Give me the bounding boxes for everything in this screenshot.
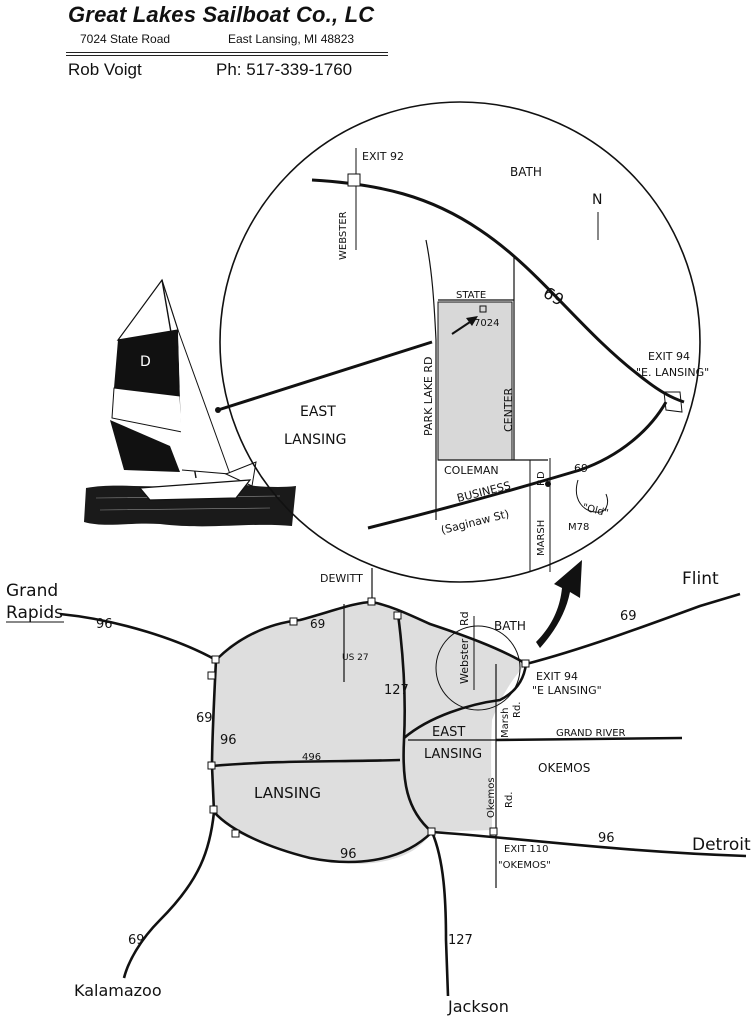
map-east: EAST [432, 725, 465, 740]
inset-exit92: EXIT 92 [362, 150, 404, 163]
inset-north: N [592, 192, 602, 208]
inset-business: BUSINESS [456, 479, 512, 505]
map-e-lansing: "E LANSING" [532, 684, 602, 697]
inset-saginaw: (Saginaw St) [440, 507, 511, 537]
regional-map: DEWITT Flint Grand Rapids 96 69 US 27 BA… [6, 568, 751, 1016]
inset-69-lower: 69 [574, 462, 588, 475]
map-bath: BATH [494, 619, 526, 633]
inset-east: EAST [300, 404, 336, 420]
map-grand-river: GRAND RIVER [556, 728, 626, 739]
inset-state: STATE [456, 290, 486, 301]
inset-old: "Old" [581, 502, 609, 519]
boat-connector-line [217, 340, 433, 412]
inset-rd: RD [536, 471, 547, 486]
map-127-north: 127 [384, 683, 409, 698]
svg-text:D: D [140, 354, 151, 370]
header-rule-2 [66, 55, 388, 56]
map-69-north: 69 [310, 617, 325, 631]
map-496: 496 [302, 752, 321, 763]
inset-lansing: LANSING [284, 432, 347, 448]
map-96-west-2: 96 [220, 733, 237, 748]
contact-name: Rob Voigt [68, 60, 142, 79]
map-kalamazoo: Kalamazoo [74, 981, 162, 1000]
inset-marsh: MARSH [536, 520, 547, 556]
map-96-east: 96 [598, 831, 615, 846]
inset-business-road [367, 401, 668, 530]
pointer-arrow [536, 560, 582, 648]
map-lansing-east: LANSING [424, 747, 482, 762]
map-flint: Flint [682, 569, 719, 589]
city-address: East Lansing, MI 48823 [228, 32, 355, 46]
map-69-sw: 69 [128, 933, 145, 948]
map-jackson: Jackson [447, 997, 509, 1016]
map-lansing: LANSING [254, 784, 321, 802]
inset-park-lake-rd: PARK LAKE RD [422, 357, 435, 437]
inset-e-lansing: "E. LANSING" [636, 366, 709, 379]
inset-7024: 7024 [474, 318, 499, 329]
inset-circle [219, 101, 701, 583]
map-detroit: Detroit [692, 835, 751, 855]
inset-map: EXIT 92 BATH N WEBSTER 69 STATE 7024 PAR… [219, 101, 709, 583]
map-us27: US 27 [342, 653, 369, 663]
header-rule-1 [66, 52, 388, 53]
inset-m78: M78 [568, 522, 589, 533]
inset-coleman: COLEMAN [444, 464, 499, 477]
inset-bath: BATH [510, 165, 542, 179]
street-address: 7024 State Road [80, 32, 171, 46]
map-127-south: 127 [448, 933, 473, 948]
inset-webster: WEBSTER [338, 211, 349, 260]
map-dewitt: DEWITT [320, 572, 363, 585]
map-okemos-rd: Okemos [486, 777, 497, 818]
map-grand: Grand [6, 581, 58, 601]
map-okemos-rd2: Rd. [504, 792, 515, 808]
map-69-ne: 69 [620, 609, 637, 624]
map-okemos-exit: "OKEMOS" [498, 860, 551, 871]
inset-center: CENTER [502, 387, 515, 432]
phone-number: Ph: 517-339-1760 [216, 60, 353, 79]
map-exit94: EXIT 94 [536, 670, 578, 683]
inset-i69-road [311, 178, 685, 404]
map-69-west: 69 [196, 711, 213, 726]
map-marsh-rd: Rd. [512, 702, 523, 718]
map-96-south: 96 [340, 847, 357, 862]
map-webster: Webster [458, 638, 471, 684]
map-rapids: Rapids [6, 603, 63, 623]
sailboat-illustration: D [84, 278, 296, 527]
map-exit110: EXIT 110 [504, 844, 549, 855]
company-name: Great Lakes Sailboat Co., LC [68, 2, 375, 27]
map-okemos: OKEMOS [538, 761, 590, 775]
map-webster-rd: Rd [458, 611, 471, 626]
map-marsh: Marsh [500, 708, 511, 738]
map-96-west: 96 [96, 617, 113, 632]
inset-exit94: EXIT 94 [648, 350, 690, 363]
